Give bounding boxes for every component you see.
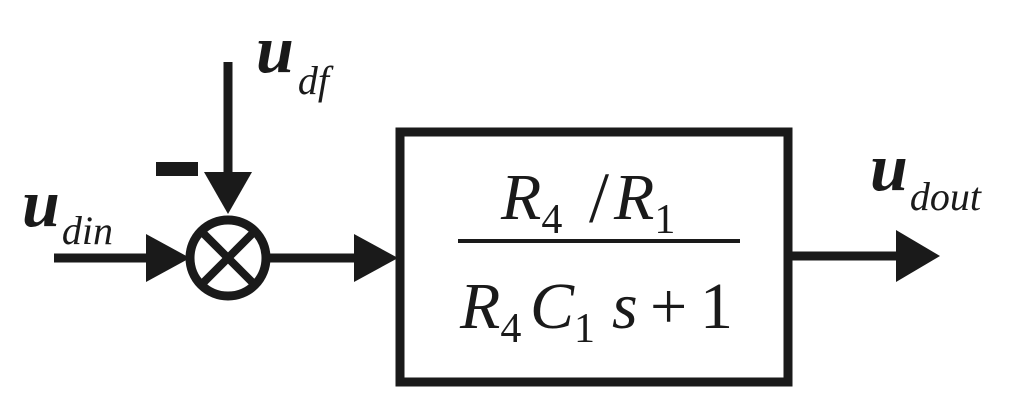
den-c1-subscript: 1 bbox=[574, 306, 595, 352]
den-constant: 1 bbox=[700, 270, 733, 343]
input-din-subscript: din bbox=[62, 208, 113, 253]
transfer-function-block bbox=[395, 127, 793, 387]
den-r4-subscript: 4 bbox=[500, 306, 521, 352]
den-r4-symbol: R bbox=[459, 270, 500, 343]
junction-cross-b bbox=[199, 229, 257, 287]
svg-text:R4: R4 bbox=[459, 270, 521, 352]
minus-sign bbox=[156, 162, 198, 176]
summing-junction bbox=[185, 215, 271, 301]
num-r1-subscript: 1 bbox=[654, 197, 675, 243]
input-din-label: udin bbox=[22, 165, 113, 253]
num-r1-symbol: R bbox=[613, 161, 654, 234]
feedback-df-symbol: u bbox=[256, 11, 294, 87]
svg-text:R1: R1 bbox=[613, 161, 675, 243]
den-c1-symbol: C bbox=[530, 270, 575, 343]
svg-text:udout: udout bbox=[870, 129, 982, 219]
tf-denominator: R4 C1 s + 1 bbox=[459, 270, 733, 352]
input-din-arrowhead bbox=[146, 234, 190, 282]
svg-text:R4: R4 bbox=[500, 161, 562, 243]
svg-text:udin: udin bbox=[22, 165, 113, 253]
feedback-df-arrowhead bbox=[204, 172, 252, 214]
den-variable-s: s bbox=[612, 270, 638, 343]
num-r4-symbol: R bbox=[500, 161, 541, 234]
output-dout-subscript: dout bbox=[910, 174, 982, 219]
feedback-df-subscript: df bbox=[298, 58, 334, 103]
output-arrowhead bbox=[896, 230, 940, 282]
tf-numerator: R4 / R1 bbox=[500, 158, 675, 243]
output-dout-label: udout bbox=[870, 129, 982, 219]
input-din-symbol: u bbox=[22, 165, 60, 241]
num-r4-subscript: 4 bbox=[541, 197, 562, 243]
block-input-arrowhead bbox=[354, 234, 398, 282]
den-plus: + bbox=[650, 270, 687, 343]
svg-text:udf: udf bbox=[256, 11, 334, 103]
output-dout-symbol: u bbox=[870, 129, 908, 205]
svg-text:C1: C1 bbox=[530, 270, 595, 352]
num-divider: / bbox=[589, 158, 609, 238]
